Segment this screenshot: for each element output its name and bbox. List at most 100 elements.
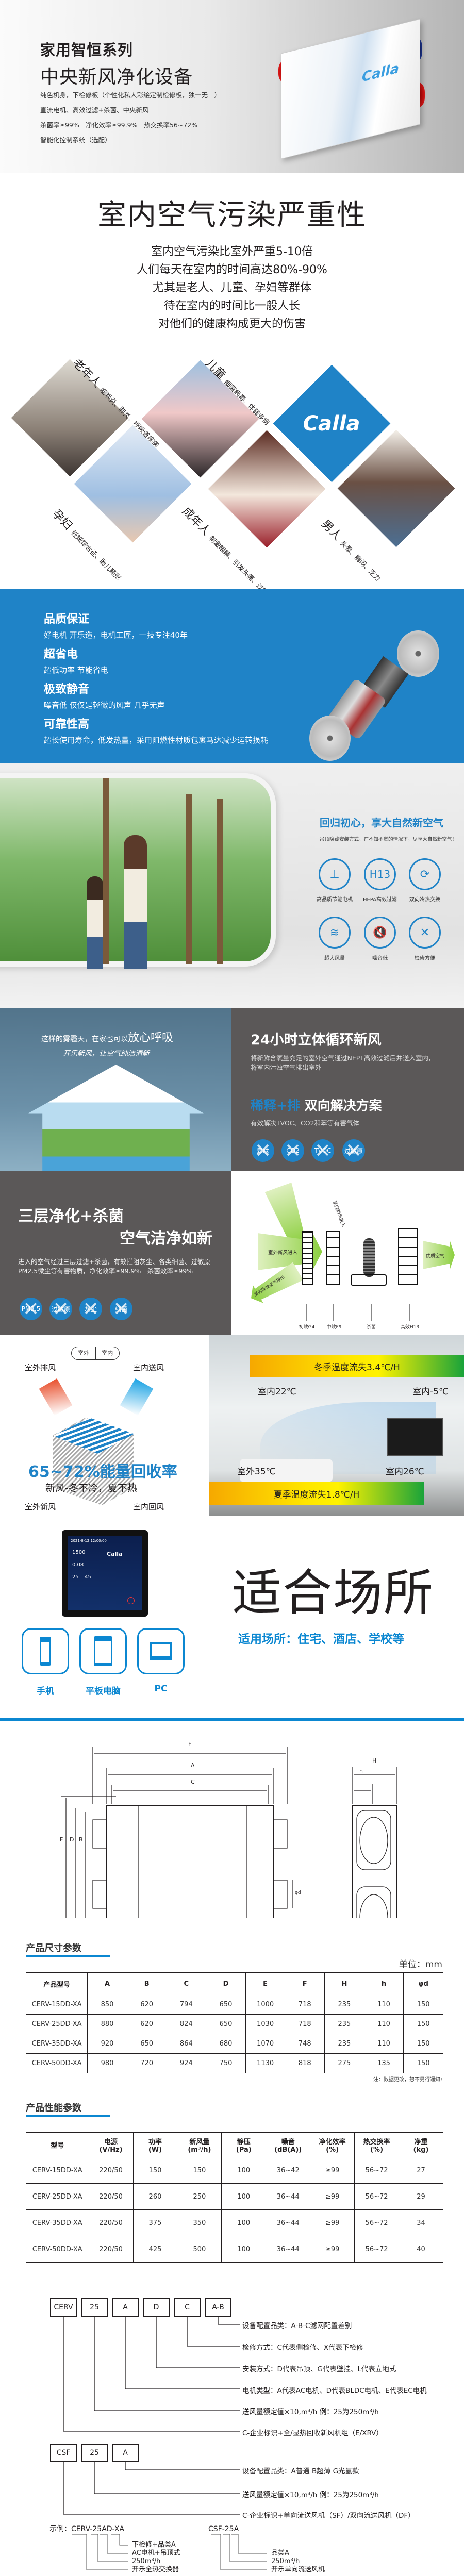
column-header: 产品型号 bbox=[25, 1972, 88, 1995]
column-header: 功率(W) bbox=[132, 2132, 178, 2157]
tree-trunk bbox=[103, 778, 109, 964]
table-cell: 36~44 bbox=[266, 2183, 311, 2210]
haze-section: 这样的雾霾天，在家也可以放心呼吸 开乐新风，让空气纯洁清新 24小时立体循环新风… bbox=[0, 1008, 464, 1171]
arrow-label: 室外新风进入 bbox=[268, 1250, 298, 1256]
product-title: 中央新风净化设备 bbox=[40, 67, 193, 88]
table-cell: ≥99 bbox=[310, 2157, 355, 2184]
filtration-title: 三层净化+杀菌 bbox=[18, 1207, 124, 1225]
screen-temp: 25 bbox=[72, 1574, 79, 1580]
g4-filter-image bbox=[302, 1231, 313, 1285]
filtration-panel: 三层净化+杀菌 空气洁净如新 进入的空气经过三层过滤+杀菌，有效拦阻灰尘、各类细… bbox=[0, 1171, 231, 1335]
spec-line: 智能化控制系统（选配） bbox=[40, 136, 111, 144]
table-cell: 150 bbox=[403, 2053, 443, 2073]
column-header: 噪音(dB(A)) bbox=[266, 2132, 311, 2157]
table-cell: 720 bbox=[126, 2053, 167, 2073]
table-cell: 260 bbox=[132, 2183, 178, 2210]
table-cell: 500 bbox=[177, 2236, 222, 2263]
table-cell: 718 bbox=[285, 1995, 325, 2015]
no-bacteria-icon: 细菌 bbox=[110, 1298, 132, 1320]
table-cell: 36~44 bbox=[266, 2236, 311, 2263]
h13-filter-image bbox=[398, 1228, 418, 1285]
device-label: 手机 bbox=[37, 1686, 54, 1697]
dim-label-h: h bbox=[359, 1768, 363, 1774]
sterilizer-base bbox=[351, 1274, 387, 1286]
table-cell: 275 bbox=[324, 2053, 364, 2073]
solution-title: 稀释+排 双向解决方案 bbox=[251, 1098, 382, 1113]
column-header: φd bbox=[403, 1972, 443, 1995]
table-cell: 220/50 bbox=[88, 2236, 134, 2263]
example-item: 250m³/h bbox=[132, 2557, 161, 2565]
table-cell: 425 bbox=[132, 2236, 178, 2263]
indoor-outdoor-toggle: 室外室内 bbox=[71, 1347, 120, 1360]
nature-title: 回归初心，享大自然新空气 bbox=[320, 817, 443, 829]
column-header: B bbox=[126, 1972, 167, 1995]
code-box: A bbox=[112, 2444, 139, 2462]
screen-co2: 1500 bbox=[72, 1550, 86, 1555]
table-cell: 924 bbox=[166, 2053, 207, 2073]
product-image: Calla bbox=[281, 19, 420, 159]
dim-label-d: φd bbox=[295, 1890, 301, 1896]
perf-title: 产品性能参数 bbox=[26, 2103, 81, 2114]
feature-desc: 超长使用寿命，低发热量，采用阻燃性材质包裹马达减少运转损耗 bbox=[44, 736, 269, 745]
device-label: 平板电脑 bbox=[86, 1686, 121, 1697]
example-cerv: 示例：CERV-25AD-XA bbox=[49, 2525, 125, 2533]
feature-desc: 超低功率 节能省电 bbox=[44, 666, 108, 675]
icon-label: 双向冷热交换 bbox=[409, 897, 440, 903]
code-box: A-B bbox=[205, 2298, 231, 2317]
table-cell: 100 bbox=[221, 2183, 267, 2210]
table-cell: 375 bbox=[132, 2209, 178, 2236]
table-cell: 850 bbox=[87, 1995, 127, 2015]
dim-label-B: B bbox=[79, 1836, 83, 1843]
table-cell: 36~42 bbox=[266, 2157, 311, 2184]
table-cell: ≥99 bbox=[310, 2236, 355, 2263]
dim-label-E: E bbox=[188, 1741, 192, 1748]
no-co2-icon: CO2 bbox=[281, 1139, 304, 1162]
spec-line: 纯色机身，下检修板（个性化私人彩绘定制检修板，独一无二） bbox=[40, 91, 221, 99]
table-cell: CERV-25DD-XA bbox=[25, 2014, 88, 2034]
exhaust-arrow bbox=[39, 1378, 73, 1416]
hero-banner: 家用智恒系列 中央新风净化设备 纯色机身，下检修板（个性化私人彩绘定制检修板，独… bbox=[0, 0, 464, 173]
table-cell: 235 bbox=[324, 1995, 364, 2015]
exchange-icon: ⟳ bbox=[409, 858, 441, 890]
table-cell: 100 bbox=[221, 2209, 267, 2236]
table-cell: 56~72 bbox=[354, 2157, 400, 2184]
no-tvoc-icon: TVOC bbox=[311, 1139, 334, 1162]
example-item: AC电机+吊顶式 bbox=[132, 2549, 180, 2557]
power-icon[interactable] bbox=[127, 1597, 135, 1604]
spec-line: 直流电机、高效过滤+杀菌、中央新风 bbox=[40, 106, 149, 114]
haze-line: 这样的雾霾天，在家也可以放心呼吸 bbox=[41, 1032, 174, 1044]
pollution-line: 对他们的健康构成更大的伤害 bbox=[158, 318, 306, 330]
stage-label: 初效G4 bbox=[299, 1325, 315, 1330]
dim-label-F: F bbox=[60, 1836, 63, 1843]
no-allergen-icon: 过敏原 bbox=[49, 1298, 72, 1320]
data-note: 注：数据更改，恕不另行通知! bbox=[373, 2077, 442, 2083]
table-cell: 150 bbox=[403, 2034, 443, 2054]
pollution-title: 室内空气污染严重性 bbox=[97, 198, 367, 232]
code-box: D bbox=[143, 2298, 170, 2317]
table-cell: 40 bbox=[399, 2236, 443, 2263]
table-cell: 650 bbox=[206, 1995, 246, 2015]
series-title: 家用智恒系列 bbox=[40, 41, 134, 59]
exhaust-label: 室外排风 bbox=[25, 1363, 56, 1372]
code-desc: 设备配置品类：A-B-C滤网配置差别 bbox=[242, 2322, 352, 2330]
summer-loss-bar: 夏季温度流失1.8℃/H bbox=[209, 1482, 424, 1505]
code-box: C bbox=[174, 2298, 201, 2317]
no-odor-icon: 异味 bbox=[252, 1139, 274, 1162]
table-cell: CERV-50DD-XA bbox=[26, 2236, 89, 2263]
table-cell: 56~72 bbox=[354, 2236, 400, 2263]
code-box: 25 bbox=[81, 2444, 108, 2462]
brand-logo: Calla bbox=[303, 411, 360, 436]
pollution-line: 待在室内的时间比一般人长 bbox=[163, 300, 300, 312]
fresh-label: 室外新风 bbox=[25, 1502, 56, 1511]
tree-trunk bbox=[186, 794, 192, 964]
table-cell: 650 bbox=[126, 2034, 167, 2054]
table-cell: CERV-15DD-XA bbox=[26, 2157, 89, 2184]
pollution-line: 室内空气污染比室外严重5-10倍 bbox=[151, 245, 313, 258]
code-desc: 安装方式：D代表吊顶、G代表壁挂、L代表立地式 bbox=[242, 2365, 396, 2373]
column-header: 电源(V/Hz) bbox=[88, 2132, 134, 2157]
feature-desc: 好电机 开乐造，电机工匠，一技专注40年 bbox=[44, 630, 188, 640]
feature-title: 品质保证 bbox=[44, 613, 90, 626]
